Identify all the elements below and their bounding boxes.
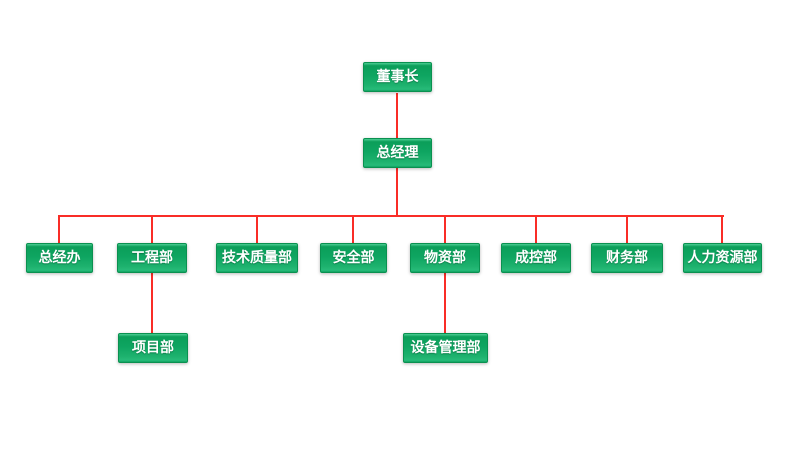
org-node-cost-control: 成控部 (501, 243, 571, 273)
org-node-general-office: 总经办 (26, 243, 93, 273)
connector-gcb-to-xmb (151, 273, 153, 333)
org-node-general-manager: 总经理 (363, 138, 432, 168)
connector-drop-aqb (352, 215, 354, 243)
connector-drop-zjb (58, 215, 60, 243)
connector-drop-wzb (444, 215, 446, 243)
org-node-engineering: 工程部 (117, 243, 187, 273)
org-node-finance: 财务部 (591, 243, 663, 273)
connector-wzb-to-sbglb (444, 273, 446, 333)
connector-drop-gcb (151, 215, 153, 243)
org-node-project: 项目部 (118, 333, 188, 363)
connector-drop-cwb (626, 215, 628, 243)
org-node-safety: 安全部 (320, 243, 387, 273)
org-node-chairman: 董事长 (363, 62, 432, 92)
connector-drop-rlzyb (721, 215, 723, 243)
connector-drop-jszlb (256, 215, 258, 243)
org-node-equipment-management: 设备管理部 (403, 333, 488, 363)
org-node-materials: 物资部 (410, 243, 480, 273)
connector-gm-to-bus (396, 168, 398, 217)
connector-bus-horizontal (59, 215, 724, 217)
org-node-tech-quality: 技术质量部 (216, 243, 298, 273)
connector-drop-ckb (535, 215, 537, 243)
org-node-human-resources: 人力资源部 (683, 243, 762, 273)
connector-chairman-to-gm (396, 93, 398, 138)
